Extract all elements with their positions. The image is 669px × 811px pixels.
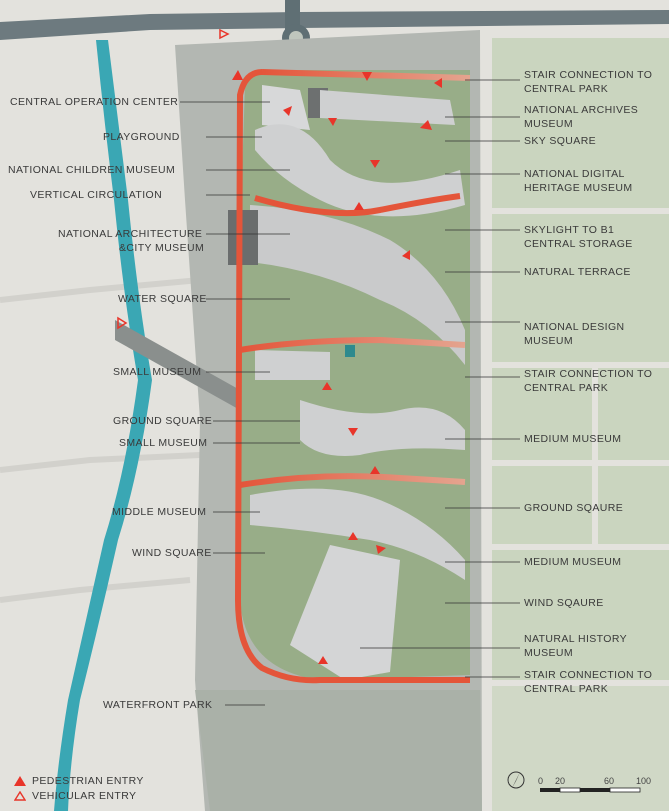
label-water-square: WATER SQUARE [118,293,207,305]
circulation-loop [234,69,470,684]
label-national-architecture: NATIONAL ARCHITECTURE [58,228,203,240]
label-stair-connection-3a: STAIR CONNECTION TO [524,669,653,681]
label-small-museum-1: SMALL MUSEUM [113,366,202,378]
north-arrow-icon [507,771,525,789]
label-stair-connection-1b: CENTRAL PARK [524,83,609,95]
natural-history-museum [290,545,400,680]
scale-tick-0: 0 [538,776,544,786]
buildings [228,85,465,680]
label-stair-connection-2b: CENTRAL PARK [524,382,609,394]
leader-lines [180,79,520,706]
label-medium-museum-1: MEDIUM MUSEUM [524,433,622,445]
scale-tick-20: 20 [555,776,566,786]
scale-tick-60: 60 [604,776,615,786]
label-skylight-b: CENTRAL STORAGE [524,238,633,250]
label-wind-square: WIND SQUARE [132,547,212,559]
label-stair-connection-2a: STAIR CONNECTION TO [524,368,653,380]
legend-vehicular: VEHICULAR ENTRY [14,790,136,802]
label-wind-sqaure: WIND SQAURE [524,597,604,609]
label-national-children-museum: NATIONAL CHILDREN MUSEUM [8,164,176,176]
label-national-digital-b: HERITAGE MUSEUM [524,182,633,194]
top-road [0,10,669,40]
label-ground-square: GROUND SQUARE [113,415,213,427]
label-vertical-circulation: VERTICAL CIRCULATION [30,189,163,201]
pedestrian-entries [232,70,442,664]
river [54,40,152,811]
label-medium-museum-2: MEDIUM MUSEUM [524,556,622,568]
label-sky-square: SKY SQUARE [524,135,597,147]
label-skylight-a: SKYLIGHT TO B1 [524,224,615,236]
vehicular-entry-icon [14,791,26,801]
label-natural-terrace: NATURAL TERRACE [524,266,631,278]
label-national-archives-a: NATIONAL ARCHIVES [524,104,639,116]
label-ground-sqaure: GROUND SQAURE [524,502,624,514]
label-stair-connection-1a: STAIR CONNECTION TO [524,69,653,81]
label-city-museum: &CITY MUSEUM [119,242,205,254]
scale-tick-100: 100 [636,776,652,786]
label-national-design-b: MUSEUM [524,335,574,347]
legend-pedestrian: PEDESTRIAN ENTRY [14,775,144,787]
label-waterfront-park: WATERFRONT PARK [103,699,213,711]
label-small-museum-2: SMALL MUSEUM [119,437,208,449]
label-natural-history-a: NATURAL HISTORY [524,633,628,645]
label-playground: PLAYGROUND [103,131,180,143]
label-national-archives-b: MUSEUM [524,118,574,130]
legend-vehicular-label: VEHICULAR ENTRY [32,790,137,802]
vehicular-entry-left [117,316,128,330]
label-central-operation-center: CENTRAL OPERATION CENTER [10,96,179,108]
label-national-design-a: NATIONAL DESIGN [524,321,625,333]
legend-pedestrian-label: PEDESTRIAN ENTRY [32,775,144,787]
label-stair-connection-3b: CENTRAL PARK [524,683,609,695]
label-natural-history-b: MUSEUM [524,647,574,659]
central-park-blocks [492,38,669,811]
label-national-digital-a: NATIONAL DIGITAL [524,168,625,180]
scale-bar [540,787,641,793]
label-middle-museum: MIDDLE MUSEUM [112,506,207,518]
vehicular-entry-top [219,28,230,40]
pedestrian-entry-icon [14,776,26,786]
